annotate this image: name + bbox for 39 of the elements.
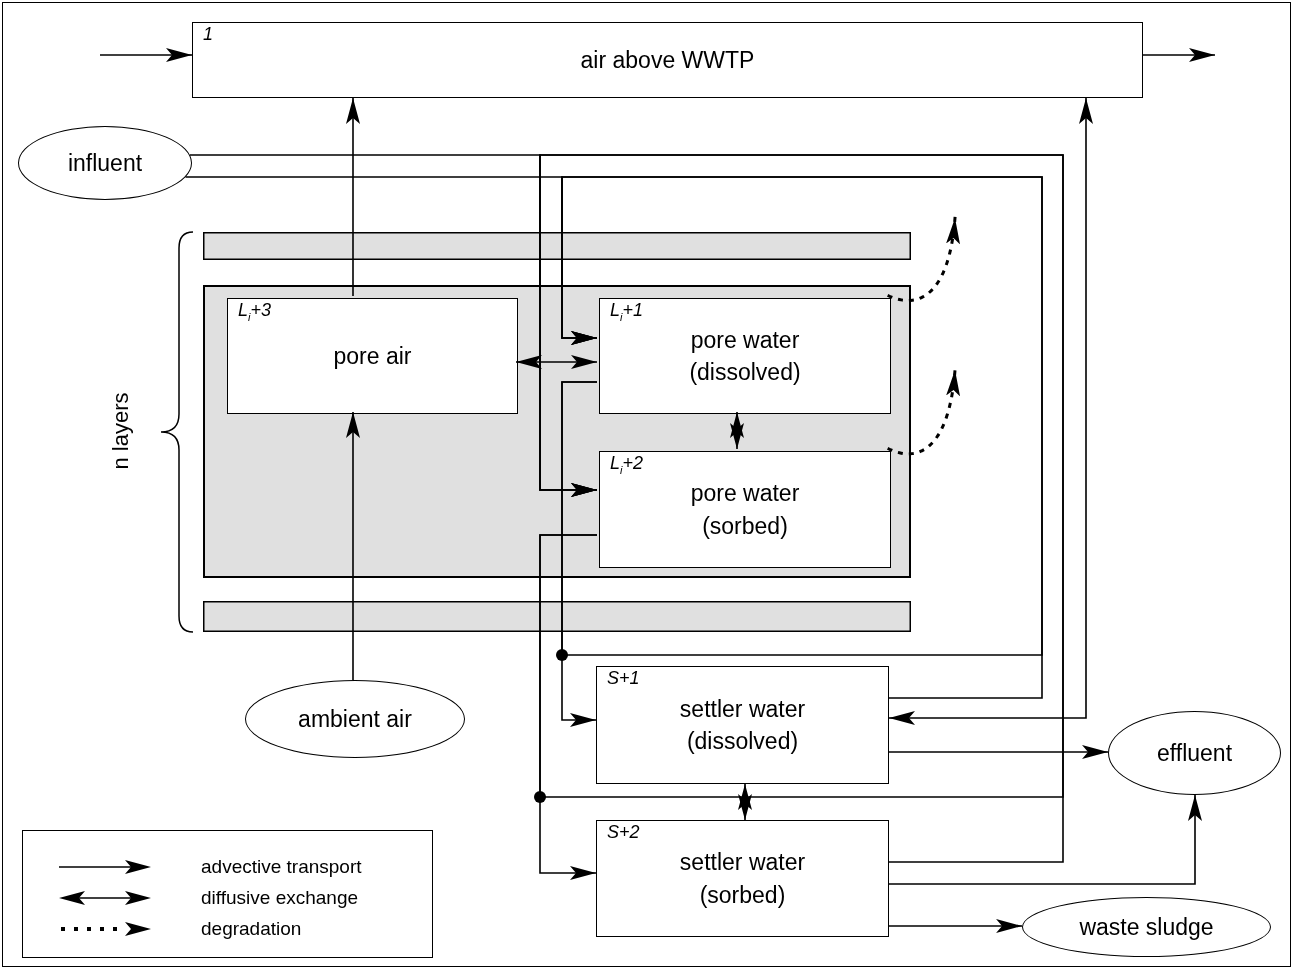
compartment-label: effluent <box>1157 738 1232 768</box>
flow-arrow <box>888 919 1023 933</box>
legend-label: diffusive exchange <box>201 886 359 909</box>
compartment-number: L$_{i}$+2 <box>610 453 643 477</box>
compartment-label: settler water (sorbed) <box>678 848 807 910</box>
flow-arrow <box>346 411 360 681</box>
compartment-label: influent <box>67 148 143 178</box>
compartment-label: air above WWTP <box>580 45 755 75</box>
compartment-box <box>599 298 891 414</box>
compartment-label: ambient air <box>298 704 412 734</box>
flow-arrow <box>346 97 360 297</box>
flow-arrow <box>730 411 744 450</box>
compartment-number: S+2 <box>607 822 640 844</box>
legend-label: advective transport <box>201 855 362 878</box>
compartment-number: L$_{i}$+1 <box>610 300 643 324</box>
compartment-label: settler water (dissolved) <box>678 694 807 756</box>
compartment-label: waste sludge <box>1079 912 1214 942</box>
compartment-label: pore air <box>333 341 412 371</box>
flow-arrow <box>888 794 1202 885</box>
flow-arrow <box>1142 48 1216 62</box>
compartment-box <box>227 298 518 414</box>
flow-arrow <box>888 97 1093 725</box>
compartment-box <box>192 22 1143 98</box>
compartment-box <box>599 451 891 568</box>
compartment-box <box>596 666 889 784</box>
compartment-number: S+1 <box>607 668 640 690</box>
compartment-label: pore water (dissolved) <box>688 325 802 387</box>
compartment-box <box>596 820 889 937</box>
compartment-number: L$_{i}$+3 <box>238 300 271 324</box>
layer-panel <box>203 285 911 578</box>
legend-label: degradation <box>201 917 302 940</box>
flow-arrow <box>888 745 1109 759</box>
flow-arrow <box>99 48 193 62</box>
flow-arrow <box>738 783 752 821</box>
layer-count-label: n layers <box>107 392 134 470</box>
compartment-label: pore water (sorbed) <box>689 479 801 541</box>
flow-arrow <box>515 355 598 369</box>
compartment-number: 1 <box>203 24 213 46</box>
degradation-arrow <box>887 368 960 456</box>
